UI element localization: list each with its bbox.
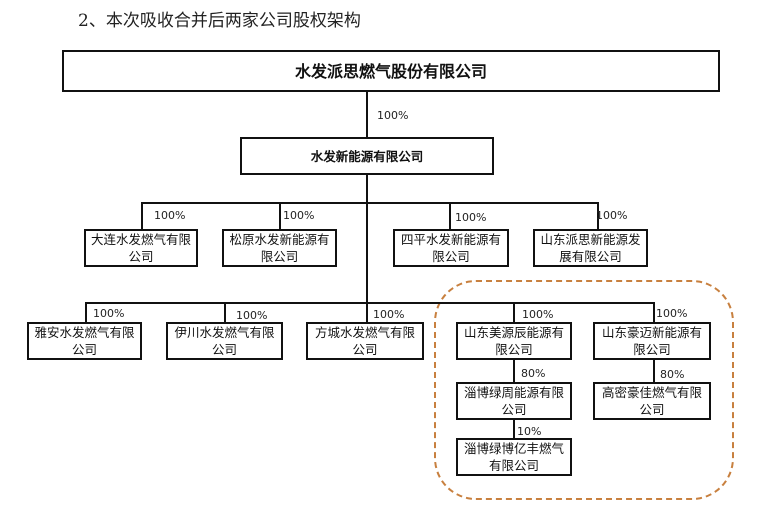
connector: [597, 202, 599, 229]
connector: [366, 92, 368, 137]
connector: [141, 202, 599, 204]
pct-root-mid: 100%: [377, 109, 409, 122]
node-haomai: 山东豪迈新能源有限公司: [593, 322, 711, 360]
pct-fangcheng: 100%: [373, 308, 405, 321]
pct-songyuan: 100%: [283, 209, 315, 222]
node-lvbo: 淄博绿博亿丰燃气有限公司: [456, 438, 572, 476]
pct-gaomi: 80%: [660, 368, 685, 381]
node-root: 水发派思燃气股份有限公司: [62, 50, 720, 92]
node-meiyuan: 山东美源辰能源有限公司: [456, 322, 572, 360]
connector: [513, 420, 515, 438]
node-yichuan: 伊川水发燃气有限公司: [166, 322, 283, 360]
connector: [513, 302, 515, 322]
connector: [449, 202, 451, 229]
merged-group-highlight: [434, 280, 734, 500]
node-mid: 水发新能源有限公司: [240, 137, 494, 175]
pct-meiyuan: 100%: [522, 308, 554, 321]
connector: [279, 202, 281, 229]
node-siping: 四平水发新能源有限公司: [393, 229, 509, 267]
node-songyuan: 松原水发新能源有限公司: [222, 229, 337, 267]
node-fangcheng: 方城水发燃气有限公司: [306, 322, 424, 360]
pct-yaan: 100%: [93, 307, 125, 320]
connector: [85, 302, 87, 322]
pct-haomai: 100%: [656, 307, 688, 320]
diagram-title: 2、本次吸收合并后两家公司股权架构: [78, 11, 361, 31]
node-dalian: 大连水发燃气有限公司: [84, 229, 198, 267]
connector: [366, 175, 368, 322]
connector: [653, 360, 655, 382]
pct-yichuan: 100%: [236, 309, 268, 322]
pct-lvbo: 10%: [517, 425, 542, 438]
pct-shandong-paisi: 100%: [596, 209, 628, 222]
node-lvzhou: 淄博绿周能源有限公司: [456, 382, 572, 420]
connector: [85, 302, 655, 304]
connector: [513, 360, 515, 382]
pct-siping: 100%: [455, 211, 487, 224]
connector: [141, 202, 143, 229]
node-shandong-paisi: 山东派思新能源发展有限公司: [533, 229, 648, 267]
pct-dalian: 100%: [154, 209, 186, 222]
node-gaomi: 高密豪佳燃气有限公司: [593, 382, 711, 420]
connector: [653, 302, 655, 322]
node-yaan: 雅安水发燃气有限公司: [27, 322, 142, 360]
pct-lvzhou: 80%: [521, 367, 546, 380]
connector: [224, 302, 226, 322]
